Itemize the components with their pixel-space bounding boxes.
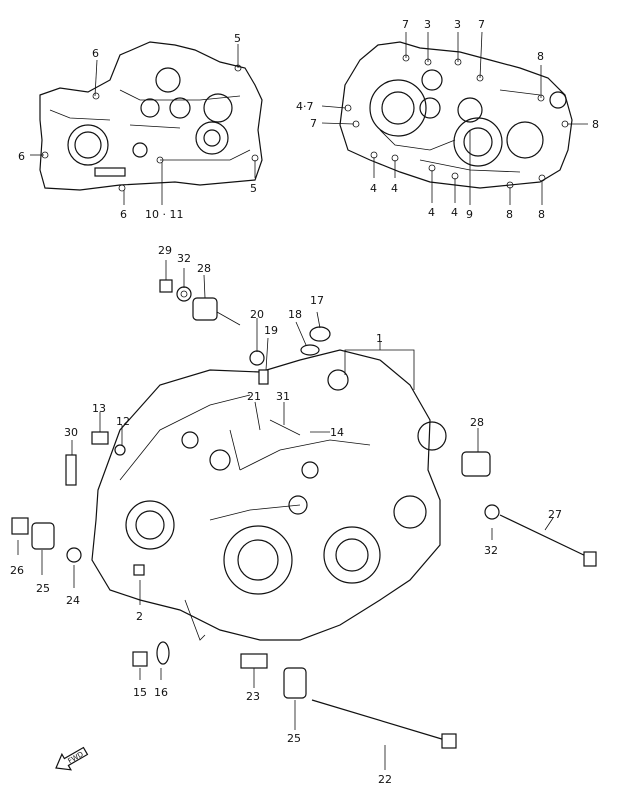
callout-31: 31	[276, 390, 290, 403]
callout-15: 15	[133, 686, 147, 699]
callout-6-bottom: 6	[120, 208, 127, 221]
part-24-seal	[66, 547, 82, 563]
callout-32-right: 32	[484, 544, 498, 557]
callout-7-c: 7	[310, 117, 317, 130]
callout-8-b: 8	[592, 118, 599, 131]
callout-8-c: 8	[506, 208, 513, 221]
callout-6-top: 6	[92, 47, 99, 60]
callout-23: 23	[246, 690, 260, 703]
part-23-pin	[240, 653, 268, 669]
fwd-arrow-icon: FWD	[55, 746, 89, 771]
callout-2: 2	[136, 610, 143, 623]
callout-29: 29	[158, 244, 172, 257]
callout-26: 26	[10, 564, 24, 577]
part-17-cap	[309, 326, 331, 342]
callout-10-11: 10 · 11	[145, 208, 183, 221]
part-27-bolt	[499, 514, 597, 567]
part-32-washer-top	[176, 286, 192, 302]
callout-4-a: 4	[370, 182, 377, 195]
callout-8-a: 8	[537, 50, 544, 63]
callout-3-a: 3	[424, 18, 431, 31]
part-12-washer	[114, 444, 126, 456]
callout-17: 17	[310, 294, 324, 307]
main-crankcase-assembly: 29 32 28 20 19 18 17 1 21 31 14 13 12 30…	[10, 244, 597, 786]
callout-5-top: 5	[234, 32, 241, 45]
callout-16: 16	[154, 686, 168, 699]
callout-9: 9	[466, 208, 473, 221]
callout-25-bottom: 25	[287, 732, 301, 745]
part-30-clip	[65, 454, 77, 486]
part-22-bolt	[311, 699, 457, 749]
callout-27: 27	[548, 508, 562, 521]
callout-32-top: 32	[177, 252, 191, 265]
callout-21: 21	[247, 390, 261, 403]
callout-28-top: 28	[197, 262, 211, 275]
part-28-plug-top	[192, 297, 241, 326]
callout-4-b: 4	[391, 182, 398, 195]
callout-19: 19	[264, 324, 278, 337]
part-28-plug-right	[461, 451, 491, 477]
part-13-switch	[91, 431, 109, 445]
callout-4-c: 4	[428, 206, 435, 219]
callout-7-a: 7	[402, 18, 409, 31]
part-20-washer	[249, 350, 265, 366]
callout-7-b: 7	[478, 18, 485, 31]
part-32-washer-right	[484, 504, 500, 520]
callout-20: 20	[250, 308, 264, 321]
callout-30: 30	[64, 426, 78, 439]
part-16-washer	[156, 641, 170, 665]
callout-14: 14	[330, 426, 344, 439]
part-19-fitting	[258, 369, 269, 385]
callout-4-7: 4·7	[296, 100, 314, 113]
callout-4-d: 4	[451, 206, 458, 219]
callout-1: 1	[376, 332, 383, 345]
part-29-bolt	[159, 279, 173, 293]
callout-3-b: 3	[454, 18, 461, 31]
callout-18: 18	[288, 308, 302, 321]
part-15-plug	[132, 651, 148, 667]
part-26-nut	[11, 517, 29, 535]
fwd-label: FWD	[67, 750, 85, 765]
part-18-oring	[300, 344, 320, 356]
callout-28-right: 28	[470, 416, 484, 429]
part-25-bearing-left	[31, 522, 55, 550]
top-left-crankcase-view: 5 6 6 5 6 10 · 11	[18, 32, 263, 221]
callout-25-left: 25	[36, 582, 50, 595]
top-right-crankcase-view: 7 3 3 7 8 4·7 7 8 4 4 4 4 9 8 8	[296, 18, 599, 221]
part-2-pin	[133, 564, 145, 576]
callout-6-left: 6	[18, 150, 25, 163]
callout-13: 13	[92, 402, 106, 415]
callout-12: 12	[116, 415, 130, 428]
part-25-bearing-bottom	[283, 667, 307, 699]
callout-22: 22	[378, 773, 392, 786]
callout-8-d: 8	[538, 208, 545, 221]
callout-24: 24	[66, 594, 80, 607]
callout-5-bottom: 5	[250, 182, 257, 195]
